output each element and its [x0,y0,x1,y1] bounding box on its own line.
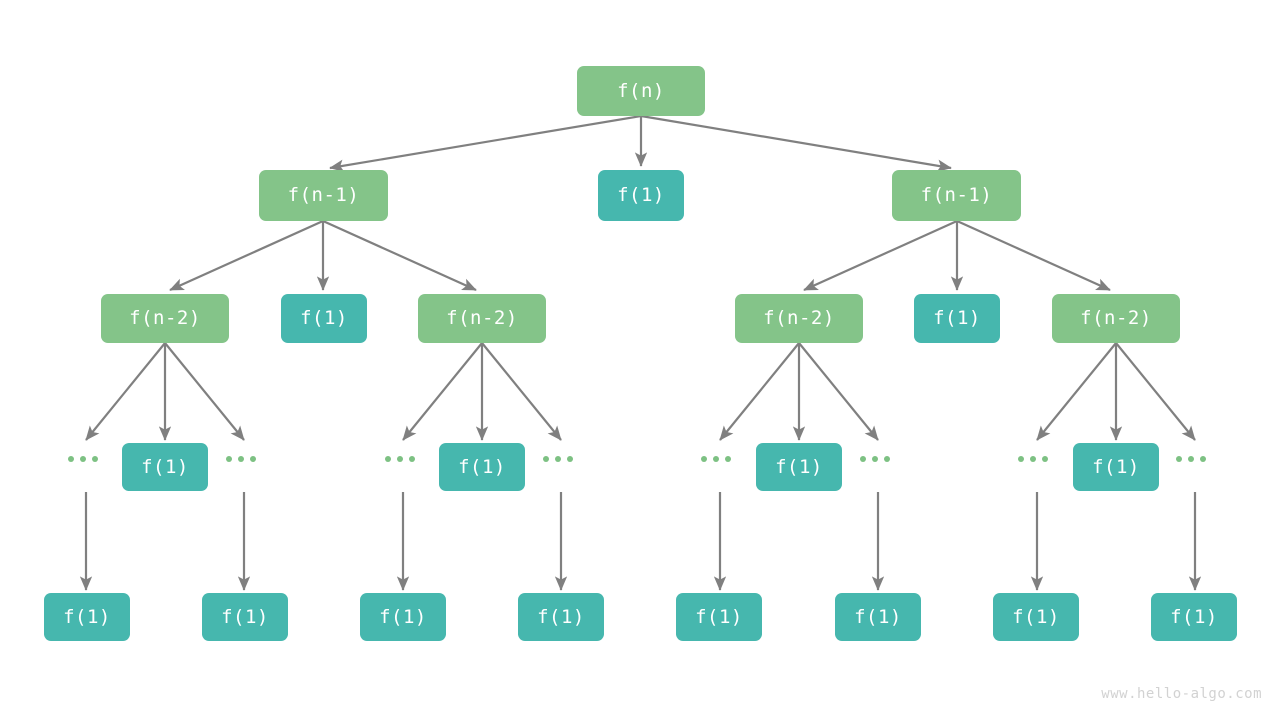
tree-edge [1115,342,1196,441]
ellipsis-dot [1030,456,1036,462]
ellipsis-dot [713,456,719,462]
ellipsis-dot [1188,456,1194,462]
ellipsis-icon [385,456,415,462]
ellipsis-dot [860,456,866,462]
tree-edge [164,342,245,441]
tree-edge [640,114,952,172]
ellipsis-dot [80,456,86,462]
base-case-node: f(1) [44,593,130,641]
ellipsis-dot [701,456,707,462]
ellipsis-dot [1018,456,1024,462]
base-case-node: f(1) [993,593,1079,641]
tree-edge [85,342,166,441]
base-case-node: f(1) [281,294,367,343]
base-case-node: f(1) [914,294,1000,343]
base-case-node: f(1) [1151,593,1237,641]
ellipsis-icon [543,456,573,462]
ellipsis-icon [68,456,98,462]
base-case-node: f(1) [676,593,762,641]
ellipsis-dot [872,456,878,462]
ellipsis-dot [1042,456,1048,462]
ellipsis-dot [543,456,549,462]
base-case-node: f(1) [439,443,525,491]
tree-edge [798,342,879,441]
ellipsis-icon [1018,456,1048,462]
ellipsis-dot [409,456,415,462]
ellipsis-dot [1176,456,1182,462]
ellipsis-dot [884,456,890,462]
recursive-call-node: f(n) [577,66,705,116]
recursive-call-node: f(n-2) [1052,294,1180,343]
tree-edge [803,219,958,292]
ellipsis-dot [397,456,403,462]
ellipsis-dot [226,456,232,462]
ellipsis-dot [68,456,74,462]
tree-edge [329,114,642,172]
tree-edge [1036,342,1117,441]
ellipsis-dot [385,456,391,462]
tree-edge [719,342,800,441]
ellipsis-dot [1200,456,1206,462]
tree-edge [402,342,483,441]
ellipsis-dot [725,456,731,462]
ellipsis-dot [567,456,573,462]
base-case-node: f(1) [1073,443,1159,491]
recursive-call-node: f(n-2) [101,294,229,343]
ellipsis-dot [238,456,244,462]
ellipsis-icon [1176,456,1206,462]
base-case-node: f(1) [202,593,288,641]
ellipsis-dot [92,456,98,462]
base-case-node: f(1) [122,443,208,491]
tree-edge [956,219,1111,292]
recursive-call-node: f(n-1) [259,170,388,221]
ellipsis-icon [860,456,890,462]
watermark: www.hello-algo.com [1101,686,1262,702]
tree-edge [322,219,477,292]
ellipsis-dot [250,456,256,462]
ellipsis-icon [701,456,731,462]
ellipsis-icon [226,456,256,462]
ellipsis-dot [555,456,561,462]
base-case-node: f(1) [835,593,921,641]
base-case-node: f(1) [518,593,604,641]
recursive-call-node: f(n-2) [735,294,863,343]
base-case-node: f(1) [756,443,842,491]
tree-edge [481,342,562,441]
tree-edge [169,219,324,292]
base-case-node: f(1) [598,170,684,221]
recursive-call-node: f(n-2) [418,294,546,343]
recursive-call-node: f(n-1) [892,170,1021,221]
base-case-node: f(1) [360,593,446,641]
